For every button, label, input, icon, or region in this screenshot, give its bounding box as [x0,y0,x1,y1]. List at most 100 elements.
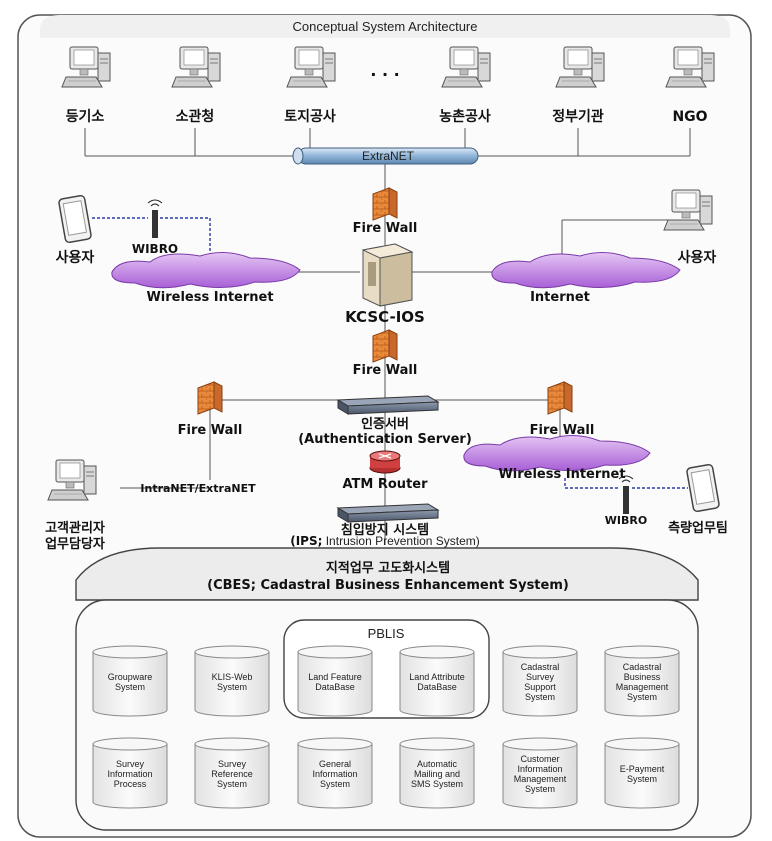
system-label-line: Survey [218,759,247,769]
wibro-link-right [564,478,620,489]
system-label-line: Survey [116,759,145,769]
system-label-line: System [320,779,350,789]
wibro-label-left: WIBRO [132,242,178,256]
router-icon [369,450,401,474]
system-label-line: Survey [526,672,555,682]
system-label-line: Land Attribute [409,672,465,682]
server-icon [361,243,414,307]
pblis-label: PBLIS [368,626,405,641]
ips-device-icon [336,503,440,523]
diagram-title: Conceptual System Architecture [293,19,478,34]
cbes-title-1: 지적업무 고도화시스템 [326,560,450,576]
system-label-line: Cadastral [521,662,560,672]
ips-label-2: (IPS; Intrusion Prevention System) [290,534,480,548]
system-label-line: System [115,682,145,692]
node-label: 등기소 [66,109,105,125]
firewall-icon [372,187,398,221]
firewall-icon [547,381,573,415]
auth-server-label-1: 인증서버 [361,416,409,432]
system-label-line: Management [514,774,567,784]
system-label-line: SMS System [411,779,463,789]
node-label: 토지공사 [284,109,336,125]
system-label-line: Customer [520,754,559,764]
system-label-line: Land Feature [308,672,362,682]
wireless-internet-label-right: Wireless Internet [498,467,625,482]
system-label-line: System [217,682,247,692]
survey-team-label: 측량업무팀 [668,520,728,536]
ips-full: Intrusion Prevention System) [322,534,479,548]
system-label-line: General [319,759,351,769]
system-label-line: Cadastral [623,662,662,672]
firewall-icon [372,329,398,363]
system-label-line: KLIS-Web [212,672,253,682]
system-label-line: System [627,774,657,784]
system-label-line: System [525,692,555,702]
customer-manager-label-2: 업무담당자 [45,536,105,552]
firewall-label-1: Fire Wall [353,221,418,236]
firewall-icon [197,381,223,415]
system-label-line: Information [517,764,562,774]
system-label-line: Management [616,682,669,692]
atm-router-label: ATM Router [342,477,428,492]
node-label: 정부기관 [552,108,604,125]
system-label-line: System [217,779,247,789]
wireless-internet-label: Wireless Internet [146,290,273,305]
system-label-line: Business [624,672,661,682]
intranet-label: IntraNET/ExtraNET [140,482,256,495]
node-label: 농촌공사 [439,109,491,125]
firewall-label-2: Fire Wall [353,363,418,378]
system-label-line: Groupware [108,672,153,682]
system-label-line: Support [524,682,556,692]
system-label-line: Process [114,779,147,789]
system-label-line: Reference [211,769,253,779]
ips-label-1: 침입방지 시스템 [341,522,429,538]
top-node-labels: 등기소 소관청 토지공사 농촌공사 정부기관 NGO [66,108,708,125]
extranet-pipe: ExtraNET [292,147,479,165]
title-band [40,15,730,38]
wireless-internet-cloud [111,252,301,289]
node-label: NGO [672,109,707,125]
wireless-internet-cloud-right [463,435,651,472]
internet-label: Internet [530,290,590,305]
ellipsis: . . . [370,61,399,80]
system-label-line: System [525,784,555,794]
kcsc-label: KCSC-IOS [345,308,425,326]
system-label-line: System [627,692,657,702]
system-label-line: DataBase [417,682,457,692]
cbes-title-2: (CBES; Cadastral Business Enhancement Sy… [207,578,569,593]
node-label: 소관청 [176,108,215,125]
system-label-line: Information [312,769,357,779]
system-label-line: Automatic [417,759,458,769]
auth-server-label-2: (Authentication Server) [298,432,472,447]
internet-cloud [491,252,681,289]
extranet-label: ExtraNET [362,149,415,163]
system-label-line: DataBase [315,682,355,692]
auth-server-icon [336,395,440,415]
right-user-label: 사용자 [678,250,717,266]
firewall-label-left: Fire Wall [178,423,243,438]
